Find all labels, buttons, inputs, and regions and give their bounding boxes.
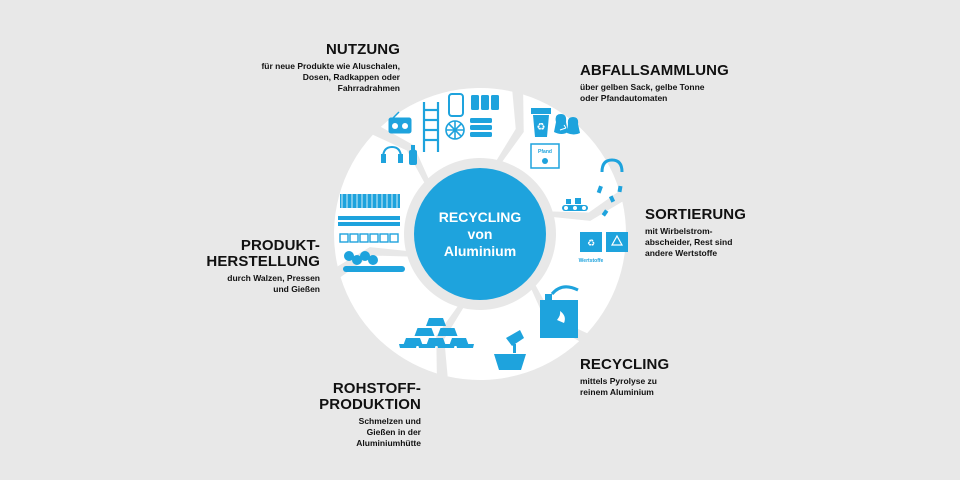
stage-raw-material: ROHSTOFF- PRODUKTION Schmelzen und Gieße…: [261, 381, 421, 449]
trays-icon: [470, 118, 492, 137]
pouring-crucible-icon: [494, 330, 526, 370]
extrusion-profiles-icon: [339, 233, 399, 243]
radio-icon: [388, 111, 412, 134]
ingot-icon: [418, 344, 436, 348]
svg-text:♻: ♻: [587, 239, 595, 249]
ingot-icon: [437, 328, 458, 336]
profile-icon: [369, 233, 379, 243]
falling-items-icon: [596, 185, 623, 217]
stage-raw-desc-line: Aluminiumhütte: [356, 438, 421, 448]
stage-recycling-desc-line: reinem Aluminium: [580, 387, 654, 397]
stage-production: PRODUKT- HERSTELLUNG durch Walzen, Press…: [150, 238, 320, 295]
center-label: RECYCLING von Aluminium: [415, 169, 545, 299]
stage-usage-desc: für neue Produkte wie Aluschalen, Dosen,…: [200, 61, 400, 94]
wheel-icon: [445, 120, 465, 140]
usage-products-icon: [381, 93, 499, 165]
stage-waste-title: ABFALLSAMMLUNG: [580, 62, 729, 79]
profile-icon: [359, 233, 369, 243]
recycling-plant-icon: [494, 285, 579, 370]
segment-nutzung: [380, 88, 516, 179]
svg-text:♻: ♻: [537, 122, 546, 133]
stage-sorting-desc-line: mit Wirbelstrom-: [645, 226, 713, 236]
magnet-icon: [600, 158, 624, 173]
stage-production-title-line: PRODUKT-: [240, 237, 320, 254]
stage-usage-desc-line: für neue Produkte wie Aluschalen,: [261, 61, 400, 71]
stage-production-title: PRODUKT- HERSTELLUNG: [150, 238, 320, 270]
center-line-1: RECYCLING: [438, 208, 522, 225]
sorting-bins-icon: ♻ Wertstoffe: [579, 232, 628, 264]
stage-waste-desc-line: über gelben Sack, gelbe Tonne: [580, 82, 705, 92]
stage-sorting-desc-line: abscheider, Rest sind: [645, 237, 733, 247]
stage-production-desc-line: durch Walzen, Pressen: [227, 273, 320, 283]
stage-raw-desc-line: Gießen in der: [366, 427, 421, 437]
stage-sorting-desc: mit Wirbelstrom- abscheider, Rest sind a…: [645, 226, 805, 259]
stage-production-desc: durch Walzen, Pressen und Gießen: [150, 273, 320, 295]
stage-usage-desc-line: Dosen, Radkappen oder: [302, 72, 400, 82]
phone-icon: [448, 93, 464, 117]
segment-abfall: [502, 94, 620, 213]
bottle-icon: [409, 145, 417, 165]
rolled-sheet-icon: [338, 216, 400, 220]
deposit-machine-icon: Pfand: [530, 143, 560, 169]
profile-icon: [339, 233, 349, 243]
product-manufacturing-icon: [338, 194, 405, 272]
recycling-bin-icon: ♻: [531, 108, 551, 137]
yellow-sacks-icon: [554, 114, 580, 135]
stage-production-desc-line: und Gießen: [273, 284, 320, 294]
stage-raw-title-line: ROHSTOFF-: [332, 380, 421, 397]
stage-recycling-desc-line: mittels Pyrolyse zu: [580, 376, 658, 386]
stage-recycling-title: RECYCLING: [580, 356, 670, 373]
stage-raw-title-line: PRODUKTION: [319, 396, 421, 413]
stage-sorting-desc-line: andere Wertstoffe: [645, 248, 718, 258]
aluminium-ingots-icon: [399, 318, 474, 348]
ingot-icon: [426, 318, 446, 326]
center-circle: [414, 168, 546, 300]
stage-production-title-line: HERSTELLUNG: [206, 253, 320, 270]
profile-icon: [379, 233, 389, 243]
stage-raw-title: ROHSTOFF- PRODUKTION: [261, 381, 421, 413]
mesh-sheet-icon: [340, 194, 400, 208]
profile-icon: [349, 233, 359, 243]
stage-waste-desc-line: oder Pfandautomaten: [580, 93, 668, 103]
ingot-icon: [437, 344, 455, 348]
headphones-icon: [381, 145, 403, 163]
stage-recycling-desc: mittels Pyrolyse zu reinem Aluminium: [580, 376, 740, 398]
ladder-icon: [422, 102, 440, 152]
factory-icon: [540, 285, 579, 338]
stage-recycling: RECYCLING mittels Pyrolyse zu reinem Alu…: [580, 357, 740, 398]
cans-icon: [471, 95, 499, 110]
center-line-2: von: [467, 225, 493, 242]
ingot-icon: [414, 328, 435, 336]
svg-text:Wertstoffe: Wertstoffe: [579, 258, 604, 264]
stage-sorting-title: SORTIERUNG: [645, 206, 747, 223]
center-line-3: Aluminium: [443, 242, 517, 259]
conveyor-belt-icon: [562, 198, 588, 211]
stage-waste-collection: ABFALLSAMMLUNG über gelben Sack, gelbe T…: [580, 63, 780, 104]
stage-raw-desc-line: Schmelzen und: [358, 416, 421, 426]
stage-raw-desc: Schmelzen und Gießen in der Aluminiumhüt…: [261, 416, 421, 449]
waste-collection-icon: ♻ Pfand: [530, 108, 580, 169]
rolling-mill-icon: [343, 251, 405, 272]
ingot-icon: [456, 344, 474, 348]
stage-usage: NUTZUNG für neue Produkte wie Aluschalen…: [200, 42, 400, 94]
stage-usage-title: NUTZUNG: [325, 41, 400, 58]
profile-icon: [389, 233, 399, 243]
ingot-icon: [399, 344, 417, 348]
stage-sorting: SORTIERUNG mit Wirbelstrom- abscheider, …: [645, 207, 805, 259]
stage-usage-desc-line: Fahrradrahmen: [337, 83, 400, 93]
stage-waste-desc: über gelben Sack, gelbe Tonne oder Pfand…: [580, 82, 780, 104]
sorting-icon: ♻ Wertstoffe: [562, 158, 628, 264]
svg-text:Pfand: Pfand: [538, 149, 552, 155]
